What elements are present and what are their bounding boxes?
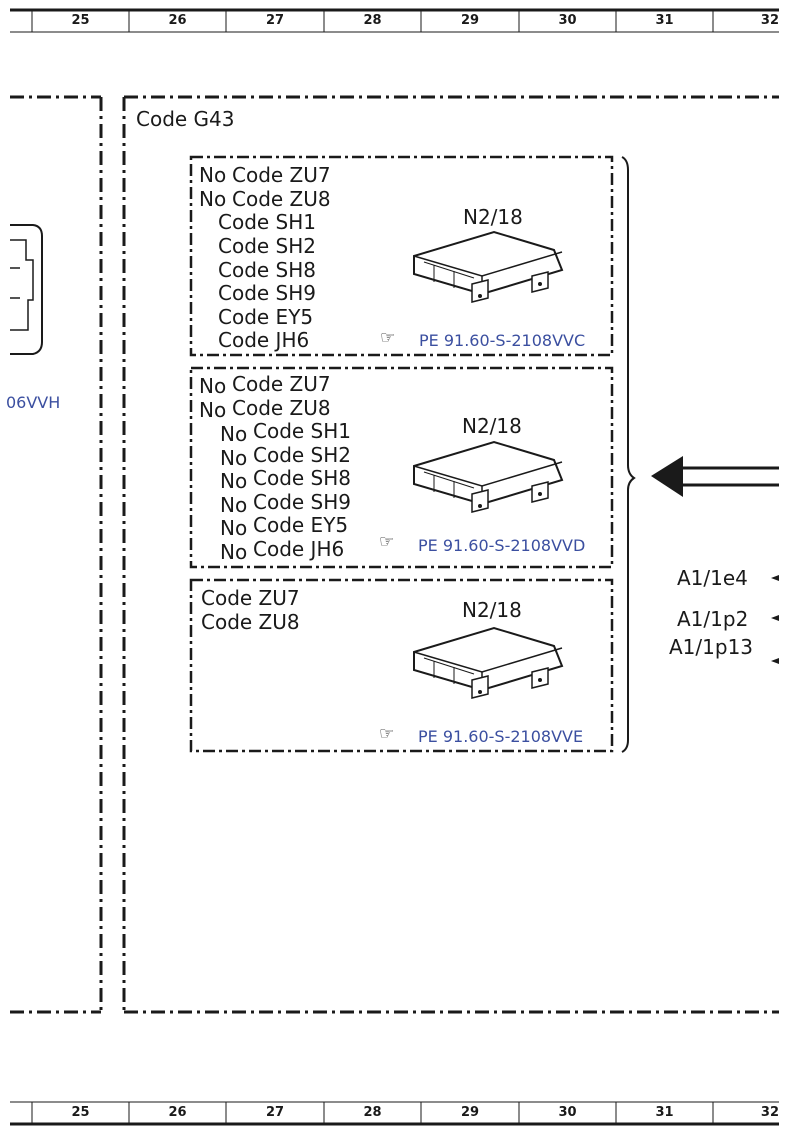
- code-label: Code SH8: [218, 258, 317, 282]
- code-label: Code EY5: [218, 305, 314, 329]
- code-label: Code SH1: [253, 419, 352, 443]
- ruler-cell: 27: [265, 13, 285, 28]
- control-unit-icon: [413, 441, 563, 513]
- group-title: Code G43: [136, 107, 235, 131]
- control-unit-icon: [413, 231, 563, 303]
- code-prefix: No: [220, 469, 248, 493]
- code-label: Code ZU8: [232, 396, 331, 420]
- connector-label: A1/1p2: [677, 607, 749, 631]
- code-prefix: No: [199, 398, 227, 422]
- ruler-cell: 32: [760, 13, 779, 28]
- code-prefix: No: [199, 374, 227, 398]
- ruler-cell: 30: [558, 13, 577, 28]
- code-label: Code SH9: [218, 281, 317, 305]
- arrow-left-icon: [651, 456, 683, 497]
- doc-link[interactable]: PE 91.60-S-2108VVD: [418, 536, 586, 555]
- bottom-ruler: 25 26 27 28 29 30 31 32: [10, 1102, 779, 1124]
- ruler-cell: 32: [760, 1105, 779, 1120]
- left-doc-link-partial[interactable]: 06VVH: [6, 393, 61, 412]
- component-label: N2/18: [463, 205, 523, 229]
- ruler-cell: 28: [363, 1105, 382, 1120]
- code-label: Code ZU8: [201, 610, 300, 634]
- pointing-hand-icon: ☞: [379, 724, 395, 744]
- pointing-hand-icon: ☞: [379, 532, 395, 552]
- ruler-cell: 30: [558, 1105, 577, 1120]
- code-label: Code SH1: [218, 210, 317, 234]
- code-label: Code ZU7: [232, 372, 331, 396]
- ruler-cell: 31: [655, 1105, 674, 1120]
- code-label: Code SH8: [253, 466, 352, 490]
- ruler-cell: 26: [168, 1105, 187, 1120]
- code-label: Code JH6: [218, 328, 310, 352]
- code-prefix: No: [220, 446, 248, 470]
- code-prefix: No: [199, 163, 227, 187]
- code-label: Code SH2: [218, 234, 317, 258]
- code-label: Code ZU8: [232, 187, 331, 211]
- code-prefix: No: [220, 422, 248, 446]
- code-label: Code SH9: [253, 490, 352, 514]
- code-prefix: No: [220, 493, 248, 517]
- connector-label: A1/1e4: [677, 566, 748, 590]
- code-label: Code ZU7: [201, 586, 300, 610]
- ruler-cell: 27: [265, 1105, 285, 1120]
- code-prefix: No: [220, 516, 248, 540]
- top-ruler: 25 26 27 28 29 30 31 32: [10, 10, 779, 32]
- ruler-cell: 25: [71, 1105, 90, 1120]
- connector-label: A1/1p13: [669, 635, 754, 659]
- control-unit-icon: [413, 627, 563, 699]
- component-label: N2/18: [462, 414, 522, 438]
- code-label: Code EY5: [253, 513, 349, 537]
- doc-link[interactable]: PE 91.60-S-2108VVC: [419, 331, 586, 350]
- ruler-cell: 25: [71, 13, 90, 28]
- ruler-cell: 29: [460, 1105, 480, 1120]
- code-label: Code ZU7: [232, 163, 331, 187]
- ruler-cell: 29: [460, 13, 480, 28]
- code-label: Code SH2: [253, 443, 352, 467]
- ruler-cell: 28: [363, 13, 382, 28]
- code-prefix: No: [199, 187, 227, 211]
- code-label: Code JH6: [253, 537, 345, 561]
- code-prefix: No: [220, 540, 248, 564]
- component-label: N2/18: [462, 598, 522, 622]
- ruler-cell: 31: [655, 13, 674, 28]
- doc-link[interactable]: PE 91.60-S-2108VVE: [418, 727, 584, 746]
- ruler-cell: 26: [168, 13, 187, 28]
- pointing-hand-icon: ☞: [380, 328, 396, 348]
